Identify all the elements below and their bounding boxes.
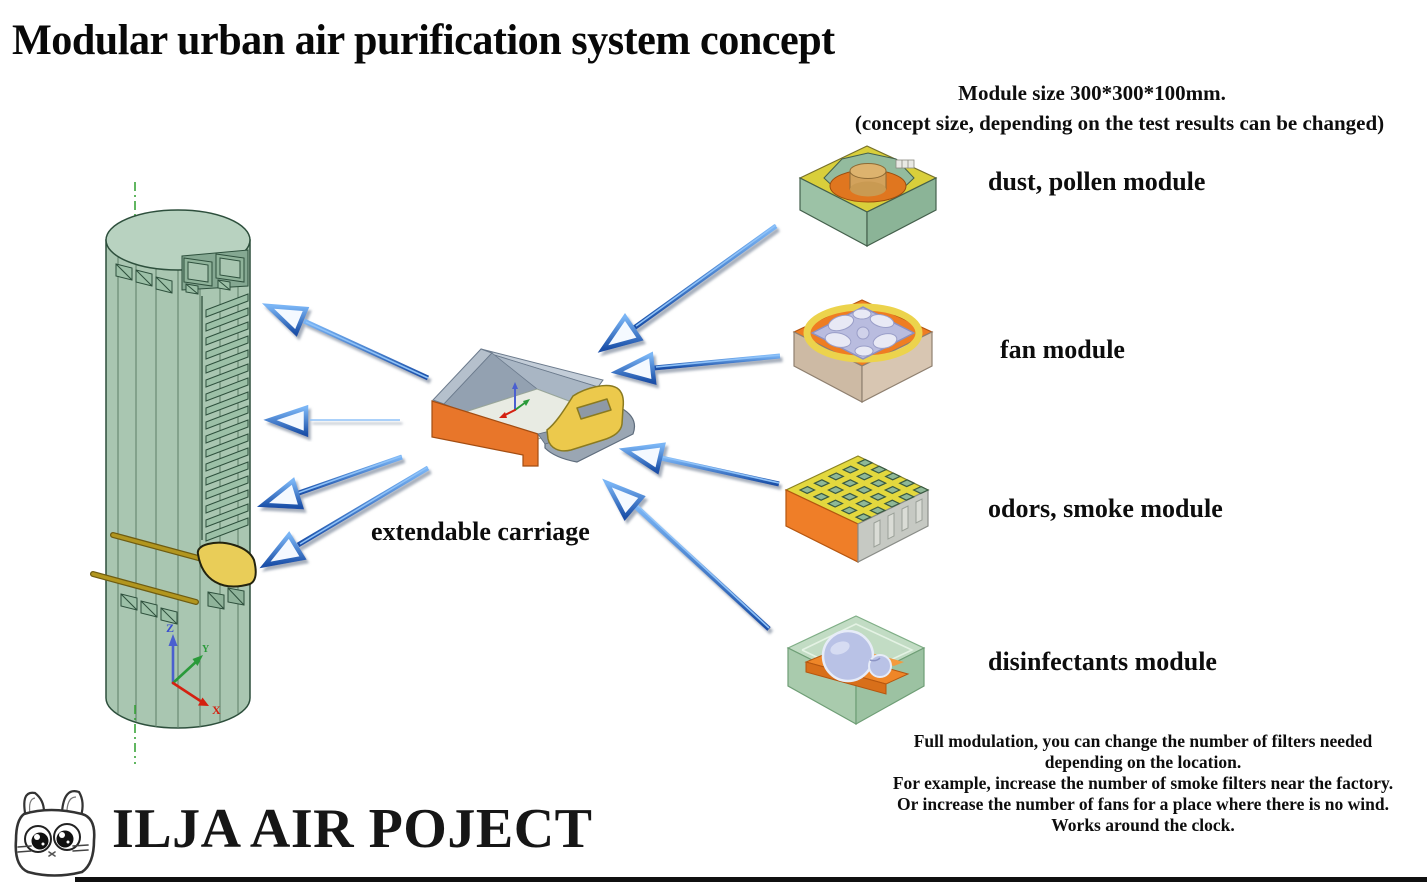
footer-line: For example, increase the number of smok… [892,773,1394,793]
cat-logo-icon [14,790,96,877]
arrow-dust-to-carriage [597,223,778,353]
arrow-fan-to-carriage [610,351,781,386]
module-size-line: Module size 300*300*100mm. [958,81,1226,105]
arrow-carriage-to-tower-2 [263,404,400,438]
dust-core-bottom [850,181,886,197]
carriage-handle-slot [576,398,612,420]
carriage-label: extendable carriage [371,517,590,546]
dust-control-box [895,159,915,169]
extendable-carriage-render [431,348,636,467]
arrow-carriage-to-tower-4 [259,465,430,569]
carriage-axis-triad-icon [499,382,530,418]
concept-size-line: (concept size, depending on the test res… [854,111,1385,135]
arrow-carriage-to-tower-3 [256,454,403,510]
footer-line: Works around the clock. [1051,815,1235,835]
footer-line: depending on the location. [1044,752,1242,772]
module-label-disinfectants: disinfectants module [988,647,1217,676]
bottom-bar [75,877,1427,882]
cat-whiskers [17,844,89,853]
module-label-fan: fan module [1000,335,1125,364]
purification-tower-render: Z Y X [90,182,257,764]
dust-core-top [849,163,887,179]
axis-z-label: Z [166,621,174,635]
fan-blades [824,308,898,357]
tower-panel-lines [117,256,239,728]
arrow-carriage-to-tower-1 [261,303,430,381]
page-title: Modular urban air purification system co… [12,17,835,64]
odors-side-slots [873,498,923,548]
disinfectants-uv-bulb [821,629,892,683]
arrow-disinfectants-to-carriage [602,478,771,631]
axis-x-label: X [212,703,221,717]
tower-top-frames [183,253,245,295]
footer-line: Or increase the number of fans for a pla… [897,794,1389,814]
dust-pollen-module-render [798,145,938,248]
tower-extended-tray [196,541,257,588]
module-label-odors-smoke: odors, smoke module [988,494,1223,523]
fan-module-render [792,299,934,403]
arrow-odors-to-carriage [618,442,780,487]
odors-vent-grid [798,458,930,522]
tower-lower-vents [120,587,245,625]
axis-y-label: Y [202,644,210,655]
dust-right-face [866,177,937,247]
tower-louver-slats [205,293,249,542]
footer-line: Full modulation, you can change the numb… [913,731,1373,751]
footer-note: Full modulation, you can change the numb… [856,731,1427,836]
brand-name: ILJA AIR POJECT [112,798,593,860]
tower-top-vents [115,263,173,294]
odors-smoke-module-render [784,455,930,563]
tower-axis-triad-icon: Z Y X [166,621,221,717]
module-size-note: Module size 300*300*100mm. (concept size… [812,78,1427,138]
disinfectants-module-render [786,615,926,726]
module-label-dust-pollen: dust, pollen module [988,167,1206,196]
